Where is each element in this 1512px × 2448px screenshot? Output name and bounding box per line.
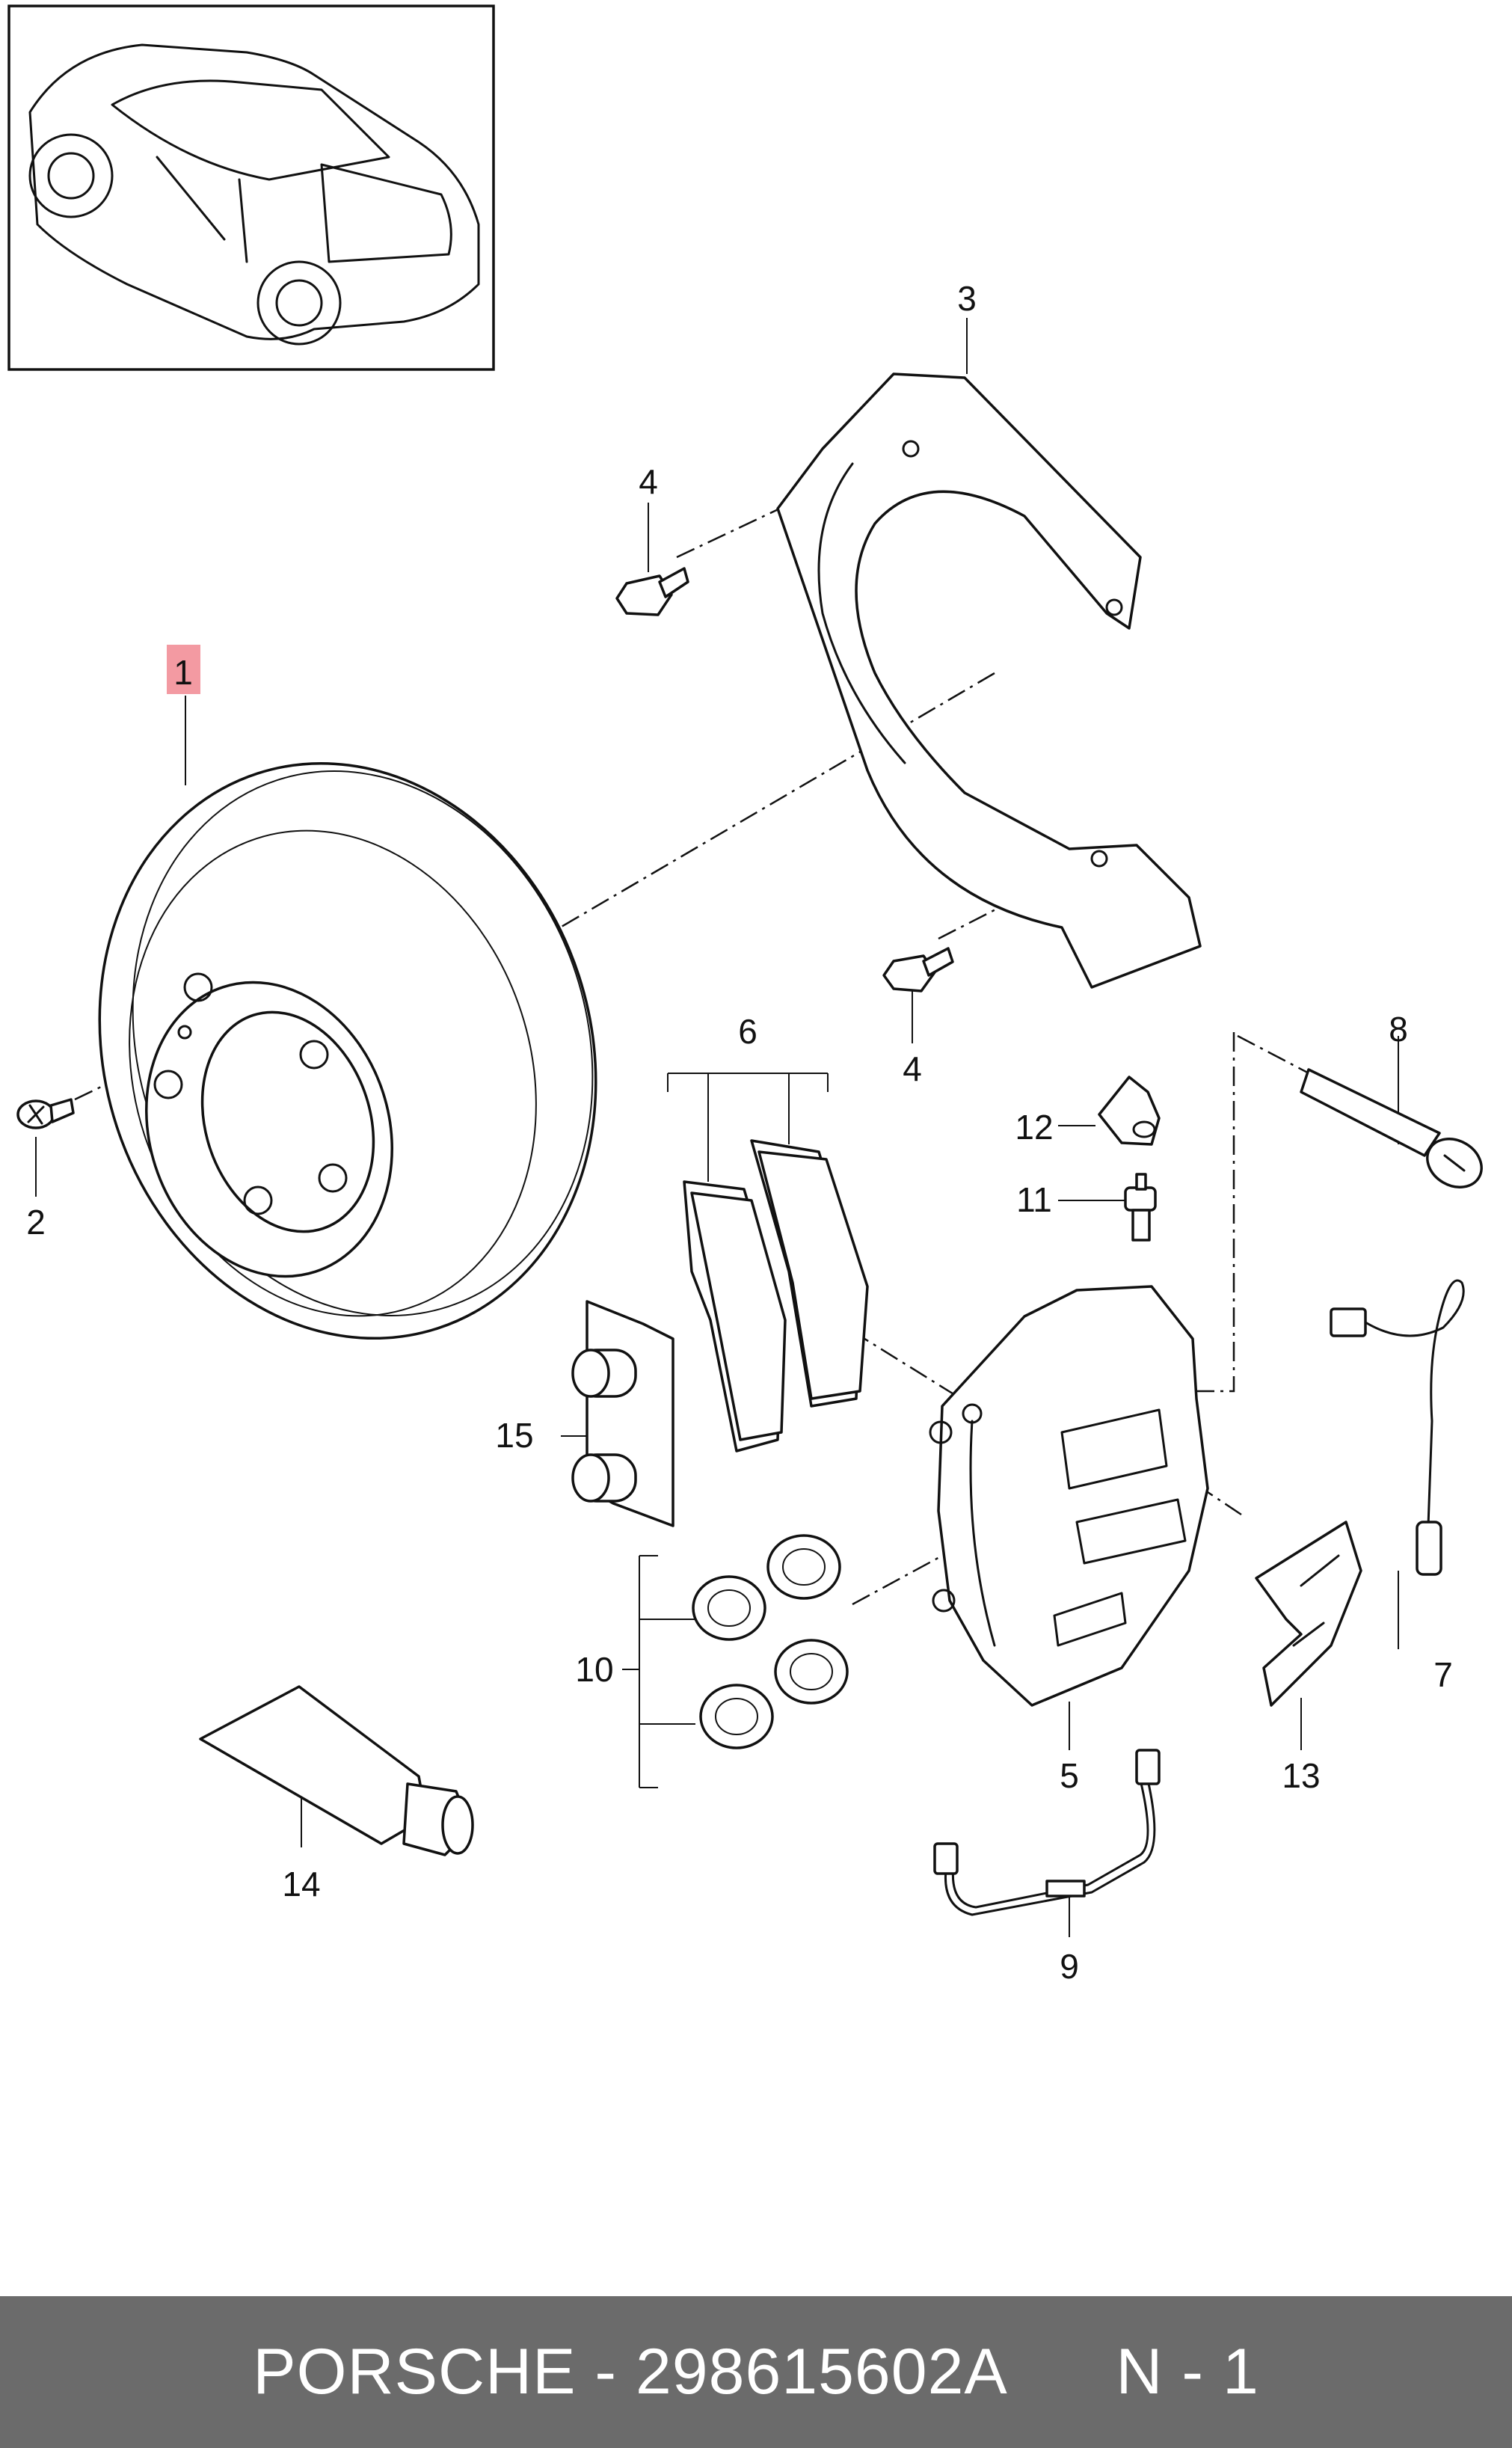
footer-caption: PORSCHE - 298615602A N - 1 — [253, 2335, 1259, 2409]
callout-10: 10 — [575, 1650, 613, 1689]
footer-position: N - 1 — [1116, 2336, 1259, 2408]
callout-14: 14 — [282, 1865, 320, 1904]
shield-bolt-lower — [882, 947, 954, 993]
brake-pads — [683, 1139, 869, 1452]
grease-tube — [199, 1685, 474, 1856]
brake-caliper — [929, 1285, 1209, 1707]
countersunk-screw — [16, 1098, 75, 1129]
callout-1: 1 — [173, 653, 193, 692]
bleeder-cap — [1098, 1076, 1161, 1146]
brake-dust-shield — [776, 372, 1202, 989]
wear-sensor — [1330, 1279, 1465, 1576]
callout-12: 12 — [1015, 1108, 1053, 1147]
footer-brand: PORSCHE — [253, 2336, 577, 2408]
callout-15: 15 — [495, 1416, 533, 1455]
footer-gap — [1004, 2336, 1116, 2408]
callout-labels: 1 2 3 4 4 6 8 12 11 15 10 7 5 13 14 9 — [26, 279, 1453, 1986]
vehicle-inset — [7, 4, 495, 371]
callout-2: 2 — [26, 1203, 46, 1242]
footer-separator: - — [576, 2336, 636, 2408]
piston-seals — [692, 1534, 849, 1749]
brake-hose — [933, 1749, 1161, 1916]
callout-5: 5 — [1060, 1756, 1079, 1795]
exploded-parts-diagram: 1 2 3 4 4 6 8 12 11 15 10 7 5 13 14 9 — [7, 4, 1483, 1986]
footer-part-number: 298615602A — [635, 2336, 1005, 2408]
guide-pins — [571, 1300, 674, 1527]
brake-disc — [98, 761, 597, 1340]
callout-7: 7 — [1433, 1655, 1453, 1694]
pad-spring — [1255, 1521, 1362, 1707]
callout-4-upper: 4 — [639, 462, 658, 501]
callout-8: 8 — [1389, 1010, 1408, 1049]
footer-bar: PORSCHE - 298615602A N - 1 — [0, 2296, 1512, 2448]
callout-highlight — [167, 645, 200, 694]
callout-4-lower: 4 — [903, 1049, 922, 1088]
callout-13: 13 — [1282, 1756, 1320, 1795]
callout-3: 3 — [957, 279, 977, 318]
callout-6: 6 — [738, 1012, 757, 1051]
callout-11: 11 — [1016, 1180, 1052, 1219]
shield-bolt-upper — [615, 567, 689, 616]
bleeder-screw — [1124, 1173, 1157, 1242]
callout-9: 9 — [1060, 1947, 1079, 1986]
caliper-bolt — [1300, 1068, 1483, 1188]
